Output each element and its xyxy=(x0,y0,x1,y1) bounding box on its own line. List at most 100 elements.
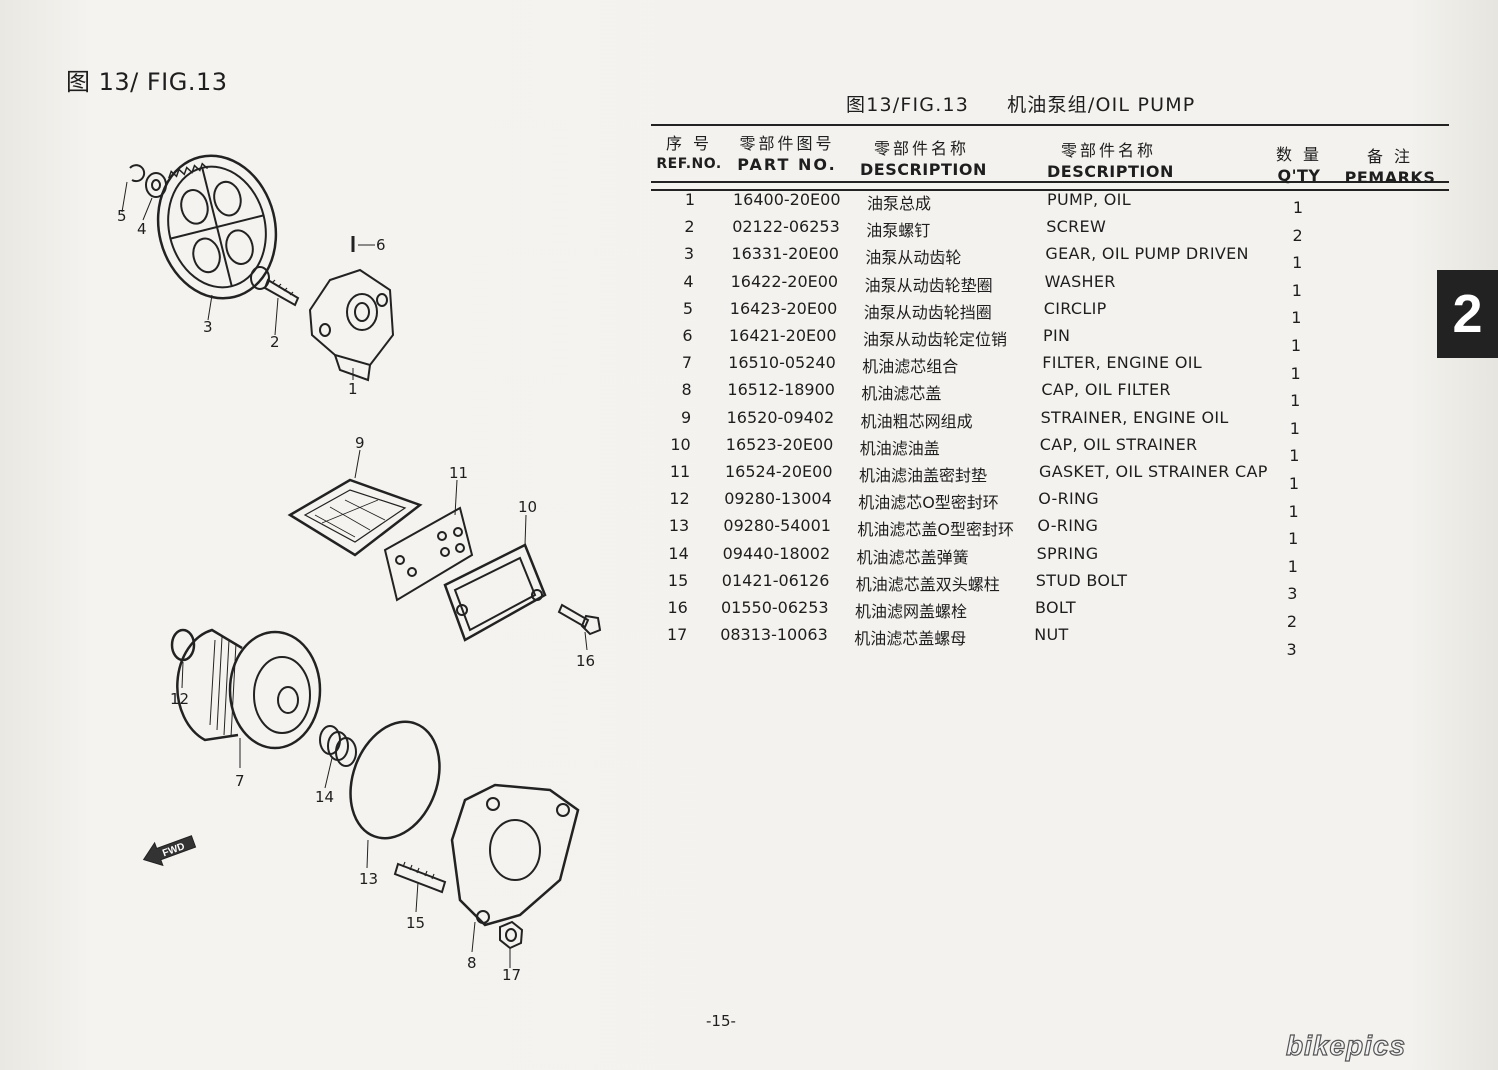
ref-no-cell: 12 xyxy=(669,489,690,509)
part-no-cell: 01550-06253 xyxy=(721,598,829,617)
part-no-cell: 09440-18002 xyxy=(722,543,831,563)
part-no-cell: 02122-06253 xyxy=(732,217,840,237)
ref-no-cell: 6 xyxy=(682,326,693,345)
ref-no-cell: 10 xyxy=(670,434,691,454)
ref-no-cell: 7 xyxy=(681,353,693,373)
description-cn-cell: 机油滤芯盖O型密封环 xyxy=(857,520,1014,540)
callout-15: 15 xyxy=(406,914,426,932)
ref-no-cell: 13 xyxy=(668,516,690,536)
part-no-cell: 09280-54001 xyxy=(723,516,831,536)
qty-cell: 1 xyxy=(1292,253,1303,273)
description-cn-cell: 油泵从动齿轮定位销 xyxy=(863,330,1008,349)
callout-17: 17 xyxy=(502,966,522,984)
callout-13: 13 xyxy=(359,870,379,888)
ref-no-cell: 16 xyxy=(667,598,688,617)
callout-1: 1 xyxy=(348,380,358,398)
description-en-cell: CAP, OIL FILTER xyxy=(1041,380,1171,400)
header-ref: 序 号 REF.NO. xyxy=(656,134,722,172)
section-tab: 2 xyxy=(1437,270,1498,358)
table-title-name: 机油泵组/OIL PUMP xyxy=(1007,94,1196,116)
callout-4: 4 xyxy=(137,220,147,238)
part-circlip xyxy=(129,164,146,183)
description-en-cell: O-RING xyxy=(1037,516,1099,536)
qty-cell: 1 xyxy=(1288,474,1300,493)
callout-9: 9 xyxy=(355,434,365,452)
qty-cell: 3 xyxy=(1286,639,1297,659)
description-cn-cell: 油泵总成 xyxy=(867,194,932,213)
description-cn-cell: 机油粗芯网组成 xyxy=(860,411,973,431)
ref-no-cell: 2 xyxy=(684,217,695,237)
ref-no-cell: 5 xyxy=(682,298,694,318)
qty-cell: 1 xyxy=(1289,418,1300,438)
description-en-cell: PUMP, OIL xyxy=(1047,190,1131,209)
callout-7: 7 xyxy=(235,772,245,790)
description-cn-cell: 机油滤油盖密封垫 xyxy=(859,466,988,485)
description-cn-cell: 机油滤芯盖 xyxy=(861,384,942,404)
description-cn-cell: 机油滤芯盖双头螺柱 xyxy=(855,574,1000,594)
qty-cell: 3 xyxy=(1287,584,1298,604)
table-row: 11 16524-20E00 机油滤油盖密封垫 GASKET, OIL STRAINE… xyxy=(0,462,1498,493)
callout-14: 14 xyxy=(315,788,335,806)
part-no-cell: 01421-06126 xyxy=(721,570,830,590)
part-no-cell: 16400-20E00 xyxy=(733,190,841,209)
qty-cell: 1 xyxy=(1291,280,1302,300)
part-no-cell: 16510-05240 xyxy=(728,353,836,373)
part-stud-bolt xyxy=(393,861,447,894)
part-oil-filter xyxy=(176,628,322,750)
ref-no-cell: 14 xyxy=(668,543,689,563)
description-cn-cell: 油泵从动齿轮 xyxy=(865,248,962,268)
table-rule-bottom xyxy=(651,189,1449,191)
description-en-cell: STUD BOLT xyxy=(1035,570,1128,590)
description-cn-cell: 油泵从动齿轮垫圈 xyxy=(864,275,993,295)
part-no-cell: 08313-10063 xyxy=(720,625,828,645)
part-no-cell: 16423-20E00 xyxy=(729,298,838,318)
description-en-cell: WASHER xyxy=(1044,271,1116,291)
description-cn-cell: 机油滤网盖螺栓 xyxy=(855,602,968,621)
table-row: 15 01421-06126 机油滤芯盖双头螺柱 STUD BOLT 3 xyxy=(0,570,1498,604)
part-no-cell: 09280-13004 xyxy=(724,489,832,509)
description-cn-cell: 机油滤芯盖弹簧 xyxy=(856,547,969,567)
page-number: -15- xyxy=(706,1012,736,1030)
part-no-cell: 16524-20E00 xyxy=(725,462,833,481)
ref-no-cell: 8 xyxy=(681,380,692,400)
callout-16: 16 xyxy=(576,652,596,670)
description-en-cell: CAP, OIL STRAINER xyxy=(1039,434,1198,454)
callout-2: 2 xyxy=(270,333,280,351)
description-en-cell: GASKET, OIL STRAINER CAP xyxy=(1039,462,1268,481)
description-en-cell: SCREW xyxy=(1046,217,1107,237)
part-o-ring-large xyxy=(349,720,441,840)
part-nut xyxy=(499,920,524,950)
part-strainer-cap xyxy=(443,543,547,642)
qty-cell: 1 xyxy=(1292,198,1304,217)
description-en-cell: BOLT xyxy=(1035,598,1076,617)
part-no-cell: 16421-20E00 xyxy=(729,326,837,345)
table-title-fig: 图13/FIG.13 xyxy=(846,94,970,116)
table-rule-mid xyxy=(651,181,1449,183)
part-no-cell: 16520-09402 xyxy=(726,407,835,427)
description-cn-cell: 机油滤芯O型密封环 xyxy=(858,493,999,513)
part-strainer xyxy=(287,478,423,557)
qty-cell: 1 xyxy=(1289,446,1300,466)
description-en-cell: STRAINER, ENGINE OIL xyxy=(1040,407,1229,427)
table-title: 图13/FIG.13 机油泵组/OIL PUMP xyxy=(846,90,1195,117)
description-cn-cell: 机油滤芯组合 xyxy=(862,357,959,377)
part-gasket xyxy=(383,506,474,602)
ref-no-cell: 17 xyxy=(666,625,688,645)
table-rule-top xyxy=(651,124,1449,126)
qty-cell: 1 xyxy=(1290,336,1302,355)
figure-title: 图 13/ FIG.13 xyxy=(66,68,228,96)
callout-11: 11 xyxy=(449,464,469,482)
ref-no-cell: 15 xyxy=(667,570,689,590)
